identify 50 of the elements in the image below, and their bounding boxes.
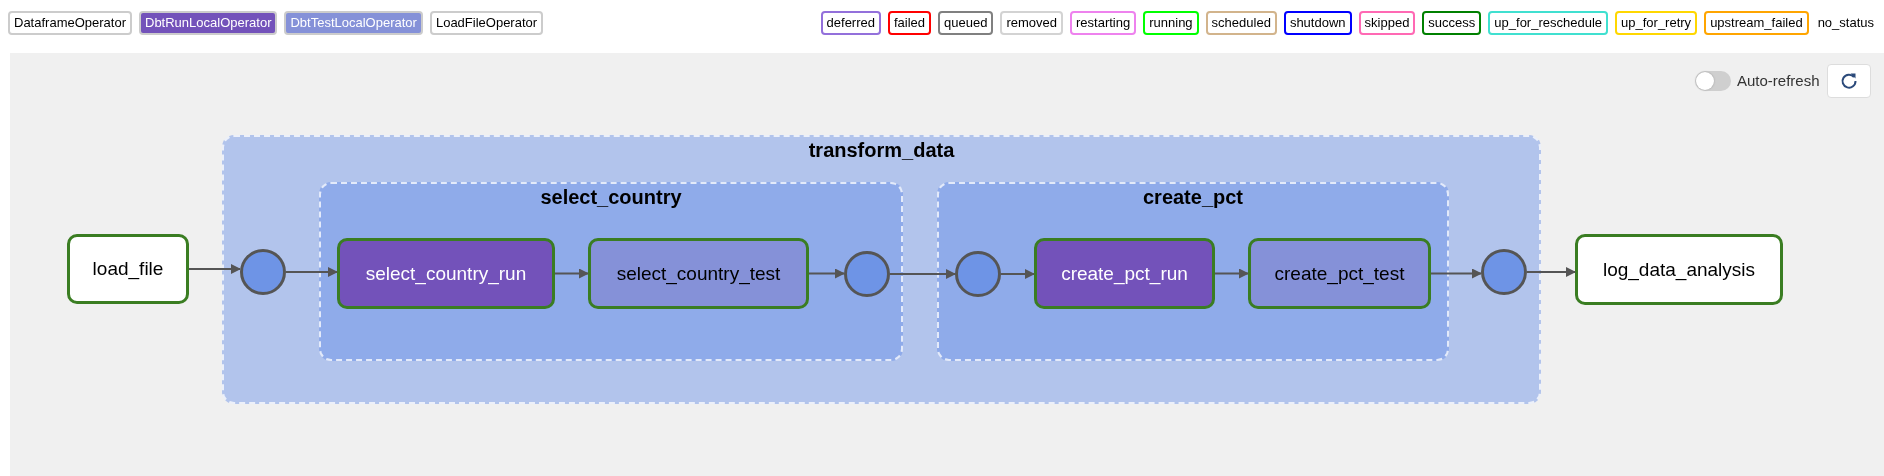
- legend-chip: failed: [888, 11, 932, 35]
- legend-chip: up_for_reschedule: [1488, 11, 1609, 35]
- legend-chip: LoadFileOperator: [429, 11, 544, 35]
- task-name: log_data_analysis: [1602, 258, 1756, 281]
- legend-chip: skipped: [1358, 11, 1416, 35]
- arrow: [889, 269, 956, 279]
- legend-chip: upstream_failed: [1704, 11, 1809, 35]
- task-box: [1575, 234, 1783, 305]
- legend-chip: DbtRunLocalOperator: [139, 11, 278, 35]
- join-circle: [240, 249, 286, 295]
- legend-text: no_status: [1816, 14, 1875, 32]
- legend-chip: DataframeOperator: [8, 11, 132, 35]
- legend-chip: restarting: [1070, 11, 1137, 35]
- task-name: create_pct_run: [1061, 262, 1188, 285]
- task-box: [1248, 238, 1431, 309]
- legend-chip: running: [1143, 11, 1199, 35]
- legend-chip: up_for_retry: [1615, 11, 1698, 35]
- arrow: [1526, 267, 1576, 277]
- arrow: [1430, 268, 1482, 279]
- task-box: [1034, 238, 1215, 309]
- legend-chip: queued: [938, 11, 994, 35]
- legend-chip: shutdown: [1283, 11, 1352, 35]
- toggle-label: Auto-refresh: [1737, 72, 1820, 89]
- arrow: [188, 264, 241, 274]
- task-group-box: [222, 135, 1541, 404]
- legend-chip: removed: [1000, 11, 1064, 35]
- task-name: load_file: [92, 258, 164, 280]
- arrow: [808, 268, 845, 279]
- task-box: [588, 238, 809, 309]
- arrow: [285, 267, 338, 277]
- task-name: select_country_run: [365, 262, 527, 285]
- arrow: [1000, 269, 1035, 279]
- legend-chip: scheduled: [1205, 11, 1277, 35]
- legend-chip: deferred: [820, 11, 881, 35]
- task-group-box: [937, 182, 1449, 361]
- task-name: create_pct_test: [1274, 262, 1405, 285]
- task-group-box: [319, 182, 903, 361]
- legend-chip: DbtTestLocalOperator: [284, 11, 423, 35]
- join-circle: [1481, 249, 1527, 295]
- task-box: [337, 238, 555, 309]
- group-title: create_pct: [1141, 186, 1245, 209]
- task-name: select_country_test: [616, 262, 781, 285]
- group-title: transform_data: [807, 139, 956, 162]
- group-title: select_country: [539, 186, 683, 209]
- legend-chip: success: [1422, 11, 1482, 35]
- task-box: [67, 234, 189, 304]
- arrow: [1214, 268, 1249, 279]
- arrow: [554, 268, 589, 279]
- join-circle: [955, 251, 1001, 297]
- join-circle: [844, 251, 890, 297]
